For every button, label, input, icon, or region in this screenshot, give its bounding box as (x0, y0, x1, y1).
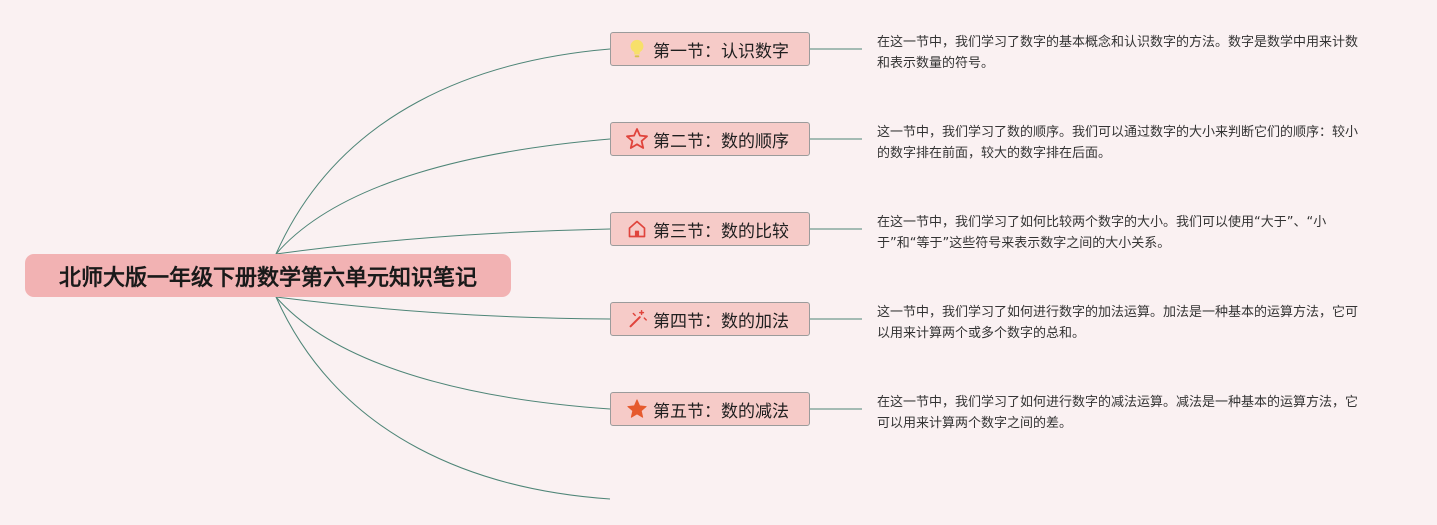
branch-section-2-label: 第二节：数的顺序 (653, 131, 789, 152)
connector-root-branch-4 (275, 296, 611, 320)
branch-section-1[interactable]: 第一节：认识数字 (610, 32, 810, 66)
star-filled-icon (625, 397, 649, 421)
note-section-4: 这一节中，我们学习了如何进行数字的加法运算。加法是一种基本的运算方法，它可以用来… (877, 305, 1359, 341)
note-section-3: 在这一节中，我们学习了如何比较两个数字的大小。我们可以使用“大于”、“小于”和“… (877, 215, 1327, 251)
branch-section-4-label: 第四节：数的加法 (653, 311, 789, 332)
star-outline-icon (625, 127, 649, 151)
branch-section-5-label: 第五节：数的减法 (653, 401, 789, 422)
lightbulb-icon (625, 37, 649, 61)
connector-root-branch-6 (275, 296, 611, 500)
branch-section-5[interactable]: 第五节：数的减法 (610, 392, 810, 426)
note-section-1: 在这一节中，我们学习了数字的基本概念和认识数字的方法。数字是数学中用来计数和表示… (877, 35, 1359, 71)
branch-section-3[interactable]: 第三节：数的比较 (610, 212, 810, 246)
note-section-5: 在这一节中，我们学习了如何进行数字的减法运算。减法是一种基本的运算方法，它可以用… (877, 395, 1359, 431)
connector-root-branch-1 (275, 48, 611, 255)
root-topic[interactable]: 北师大版一年级下册数学第六单元知识笔记 (25, 254, 511, 297)
connector-root-branch-2 (275, 138, 611, 255)
branch-section-2[interactable]: 第二节：数的顺序 (610, 122, 810, 156)
branch-section-3-label: 第三节：数的比较 (653, 221, 789, 242)
note-section-2: 这一节中，我们学习了数的顺序。我们可以通过数字的大小来判断它们的顺序：较小的数字… (877, 125, 1359, 161)
connector-root-branch-3 (275, 228, 611, 255)
connector-root-branch-5 (275, 296, 611, 410)
magic-wand-icon (625, 307, 649, 331)
house-icon (625, 217, 649, 241)
root-topic-label: 北师大版一年级下册数学第六单元知识笔记 (58, 265, 477, 291)
branch-section-1-label: 第一节：认识数字 (653, 41, 789, 62)
branch-section-4[interactable]: 第四节：数的加法 (610, 302, 810, 336)
